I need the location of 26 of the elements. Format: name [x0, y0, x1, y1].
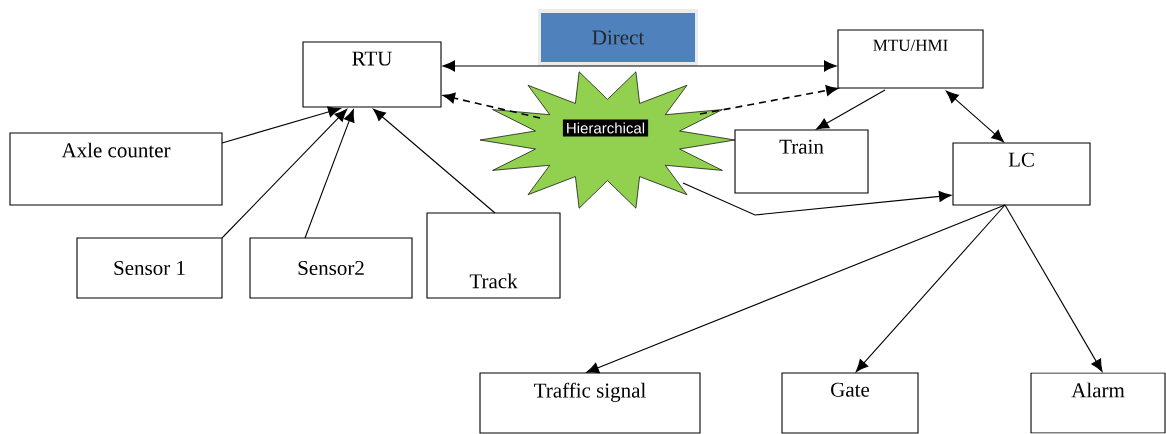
arrow — [699, 85, 838, 115]
arrow — [443, 92, 541, 119]
arrow — [221, 106, 341, 144]
process-box: Sensor2 — [249, 237, 413, 299]
process-box: Alarm — [1030, 372, 1166, 434]
process-box: Traffic signal — [479, 372, 701, 434]
process-box: Gate — [781, 372, 919, 434]
arrow — [1004, 204, 1103, 372]
arrow — [304, 109, 355, 239]
arrow — [945, 90, 1005, 143]
process-box: Track — [426, 212, 561, 299]
arrow — [442, 60, 837, 72]
process-box: Axle counter — [9, 132, 223, 206]
arrow — [372, 108, 496, 214]
starburst: Hierarchical — [479, 71, 736, 209]
process-box: Sensor 1 — [76, 237, 223, 299]
arrow — [816, 89, 886, 130]
process-box: RTU — [302, 41, 442, 108]
label-box: Direct — [538, 9, 698, 66]
arrow — [682, 182, 952, 216]
arrow — [855, 204, 1006, 373]
arrow — [586, 204, 1006, 374]
process-box: MTU/HMI — [837, 29, 984, 89]
process-box: LC — [952, 142, 1091, 206]
arrow — [221, 108, 348, 239]
process-box: Train — [734, 129, 869, 194]
